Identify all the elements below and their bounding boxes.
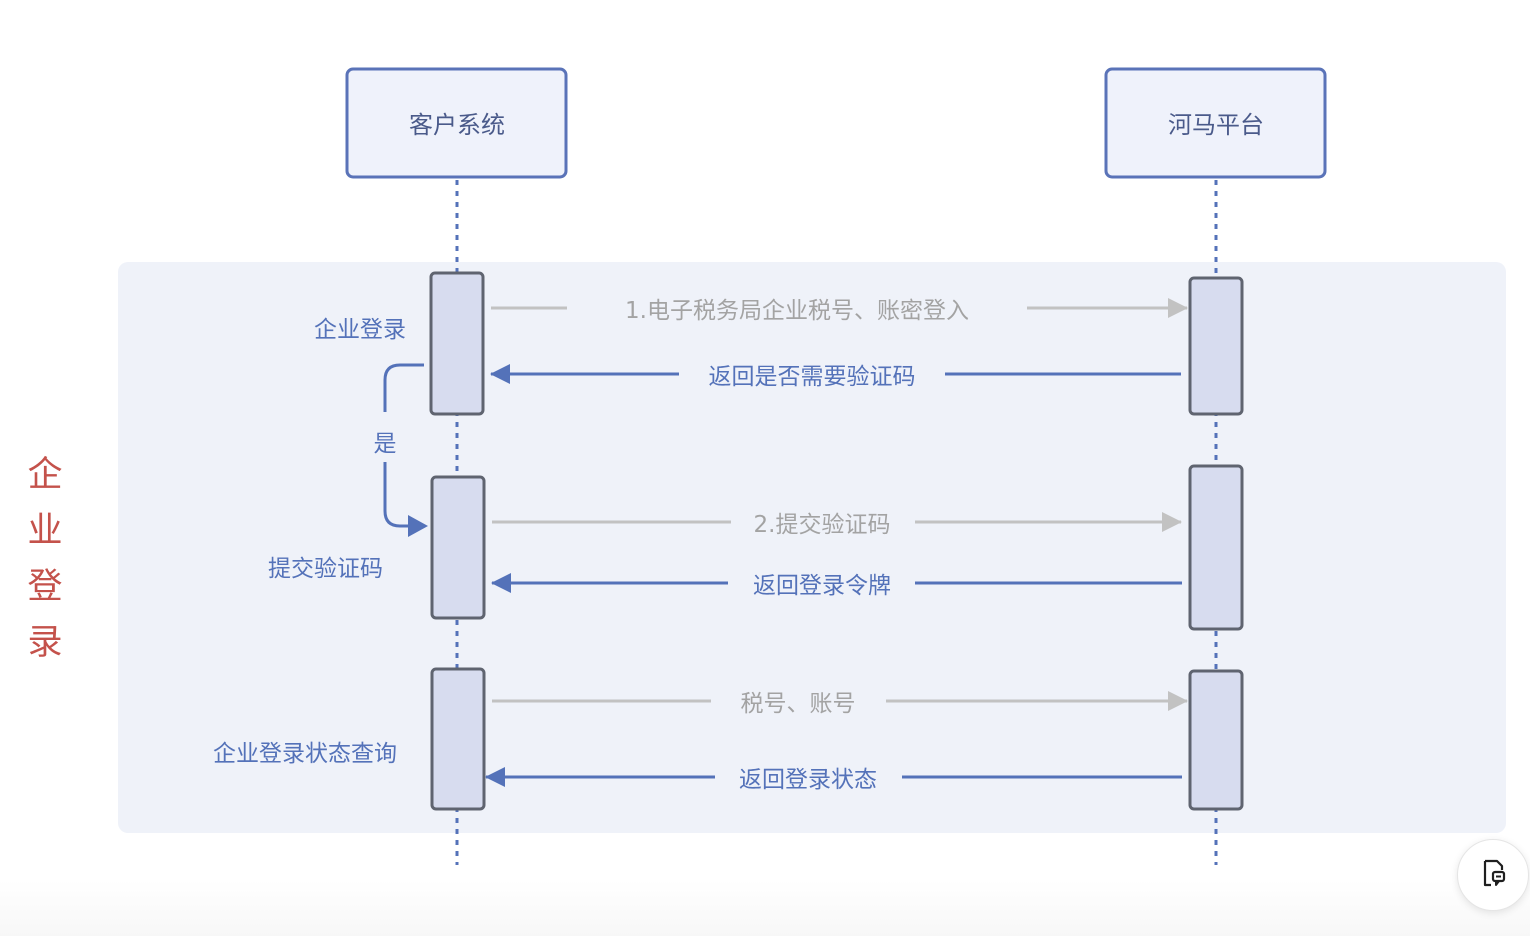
message-response-3: 返回登录状态 xyxy=(485,767,1182,793)
document-chat-icon xyxy=(1478,858,1508,892)
activation-client-3 xyxy=(430,667,486,811)
message-text: 返回登录状态 xyxy=(739,767,877,793)
actor-client: 客户系统 xyxy=(345,67,568,179)
message-response-1: 返回是否需要验证码 xyxy=(490,364,1181,390)
branch-label: 是 xyxy=(374,431,397,457)
side-title-char: 登 xyxy=(27,567,62,607)
side-title-char: 业 xyxy=(27,511,62,551)
side-title-char: 企 xyxy=(27,455,62,495)
side-title: 企 业 登 录 xyxy=(27,455,62,663)
activation-client-2 xyxy=(430,475,486,620)
message-text: 1.电子税务局企业税号、账密登入 xyxy=(625,298,969,324)
activation-platform-2 xyxy=(1188,464,1244,631)
message-response-2: 返回登录令牌 xyxy=(491,573,1182,599)
document-chat-button[interactable] xyxy=(1457,839,1529,911)
activation-platform-3 xyxy=(1188,669,1244,811)
branch-arrow xyxy=(383,363,424,528)
actor-client-label: 客户系统 xyxy=(409,111,505,139)
section-label-submit-code: 提交验证码 xyxy=(268,556,383,582)
activation-client-1 xyxy=(429,271,485,416)
message-text: 返回登录令牌 xyxy=(753,573,891,599)
message-request-1: 1.电子税务局企业税号、账密登入 xyxy=(491,298,1188,324)
bottom-fade xyxy=(0,880,1530,936)
activation-platform-1 xyxy=(1188,276,1244,416)
message-text: 税号、账号 xyxy=(741,691,856,717)
section-label-status-query: 企业登录状态查询 xyxy=(213,741,397,767)
message-request-2: 2.提交验证码 xyxy=(492,512,1182,538)
message-text: 返回是否需要验证码 xyxy=(709,364,916,390)
section-label-login: 企业登录 xyxy=(314,317,406,343)
branch-arrow-head xyxy=(408,515,428,537)
actor-platform: 河马平台 xyxy=(1104,67,1327,179)
message-request-3: 税号、账号 xyxy=(492,691,1188,717)
message-text: 2.提交验证码 xyxy=(754,512,891,538)
actor-platform-label: 河马平台 xyxy=(1168,111,1264,139)
side-title-char: 录 xyxy=(27,623,62,663)
